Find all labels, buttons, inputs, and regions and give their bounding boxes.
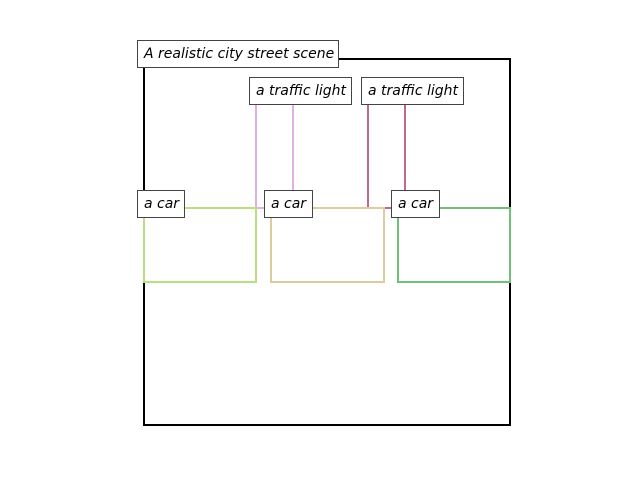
- car-box-2: [270, 207, 385, 283]
- scene-caption: A realistic city street scene: [137, 40, 339, 68]
- car-box-1: [143, 207, 257, 283]
- car-box-3: [397, 207, 511, 283]
- car-label-2: a car: [264, 190, 313, 218]
- car-label-3: a car: [391, 190, 440, 218]
- traffic-light-label-2: a traffic light: [361, 77, 464, 105]
- car-label-1: a car: [137, 190, 185, 218]
- traffic-light-label-1: a traffic light: [249, 77, 352, 105]
